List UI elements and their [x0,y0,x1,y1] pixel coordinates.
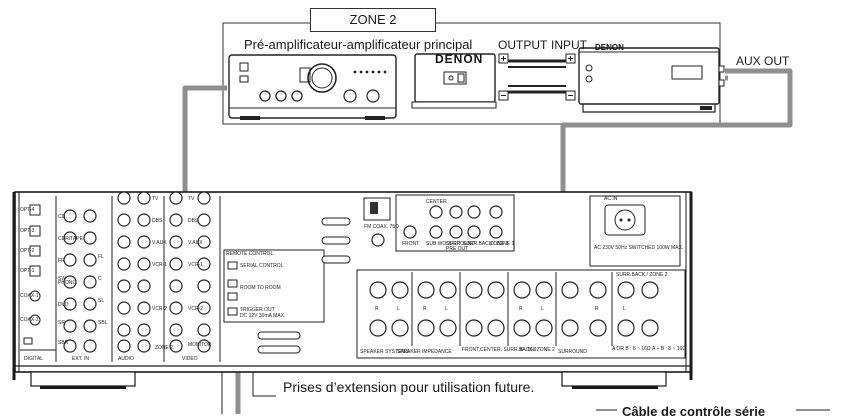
audio-rca-jacks [63,191,183,353]
impedance-6-16-label: 6 - 16Ω [520,347,537,353]
ext-in-sw: SW [58,276,67,282]
ext-in-sbl: SBL [98,320,108,326]
video-in-vaux: V.AUX [188,240,203,246]
audio-in-cd: CD [58,214,66,220]
output-terminals [498,53,509,101]
ext-in-sr: SR [58,320,65,326]
audio-in-dvd: DVD [58,302,69,308]
denon-logo-right: DENON [595,43,624,52]
spk-marker-1: R [375,306,379,312]
trigger-out-spec: DC 12V 30mA MAX. [240,313,286,319]
ac-in-label: AC IN [604,196,618,202]
right-denon-unit [578,47,725,113]
speaker-systems-label: SPEAKER SYSTEMS [360,349,409,355]
receiver-rear-panel [12,191,693,389]
preamplifier-title: Pré-amplificateur-amplificateur principa… [244,37,473,52]
video-in-vcr2: VCR-2 [188,306,204,312]
audio-in-tv: TV [152,196,159,202]
audio-label: AUDIO [118,356,134,362]
input-label: INPUT [551,38,587,52]
pre-out-block [395,194,515,252]
output-label: OUTPUT [498,38,548,52]
surr-back-zone1-label: SURR.BACK / ZONE 1 [463,241,515,247]
audio-in-cdr: CDR/TAPE [58,236,83,242]
center-label: CENTER [426,199,447,205]
zone2-frame [222,22,721,125]
zone2-amplifier-unit [411,53,497,109]
spk-marker-7: R [595,306,599,312]
input-terminals [565,53,576,101]
ext-in-sbr: SBR [58,340,69,346]
opt-2-label: OPT-2 [20,248,35,254]
ext-in-c: C [98,276,102,282]
vent-slots [257,217,351,354]
ext-in-fl: FL [98,254,104,260]
remote-control-block [223,249,325,323]
surround-speaker-label: SURROUND [558,349,587,355]
spk-marker-4: L [445,306,448,312]
surround-label: SURROUND [446,241,475,247]
front-label: FRONT [402,241,420,247]
speaker-cables [508,59,566,94]
opt-4-label: OPT-4 [20,207,35,213]
speaker-impedance-label: SPEAKER IMPEDANCE [397,349,452,355]
opt-1-label: OPT-1 [20,268,35,274]
sub-woofer-label: SUB WOOFER [426,241,461,247]
denon-logo-middle: DENON [435,52,484,66]
opt-3-label: OPT-3 [20,228,35,234]
ac-outlet-spec: AC 230V 50Hz SWITCHED 100W MAX. [594,245,684,251]
zone2-preout-label: ZONE 2 [490,241,509,247]
trigger-out-label: TRIGGER OUT [240,307,275,313]
video-in-vcr1: VCR-1 [188,262,204,268]
spk-marker-2: L [397,306,400,312]
video-jacks [197,191,211,353]
video-out-monitor: MONITOR [188,342,212,348]
digital-inputs [23,204,41,345]
spk-marker-6: L [541,306,544,312]
audio-in-vcr2: VCR-2 [152,306,168,312]
audio-in-vaux: V.AUX [152,240,167,246]
room-to-room-label: ROOM TO ROOM [240,285,281,291]
ext-in-sl: SL [98,298,105,304]
remote-control-header: REMOTE CONTROL [226,251,274,257]
pre-out-label: PRE OUT [446,246,469,252]
front-center-sb-label: FRONT,CENTER, SURR.BACK / ZONE 2 [462,347,555,353]
ext-in-fr: FR [58,258,65,264]
video-in-dbs: DBS [188,218,199,224]
zone2-audio-out-label: ZONE 2 [155,345,174,351]
video-label: VIDEO [182,356,198,362]
serial-cable-label: Câble de contrôle série [622,404,766,419]
surr-back-zone2-header: SURR.BACK / ZONE 2 [616,272,668,278]
spk-marker-3: R [423,306,427,312]
audio-in-dbs: DBS [152,218,163,224]
extension-jacks-note: Prises d’extension pour utilisation futu… [283,379,535,395]
fm-coax-label: FM COAX. 75Ω [364,224,399,230]
video-in-tv: TV [188,196,195,202]
impedance-ab-label: A OR B : 6 ~ 16Ω A + B : 8 ~ 16Ω [612,346,687,352]
coax-1-label: COAX-1 [20,293,39,299]
spk-marker-8: L [623,306,626,312]
ext-in-label: EXT. IN [72,356,89,362]
zone2-label: ZONE 2 [310,8,436,32]
coax-2-label: COAX-2 [20,317,39,323]
audio-in-phono: PHONO [58,280,77,286]
preamplifier-unit [228,54,397,120]
audio-in-vcr1: VCR-1 [152,262,168,268]
digital-label: DIGITAL [24,356,44,362]
aux-out-label: AUX OUT [736,54,790,68]
serial-control-label: SERIAL CONTROL [240,263,284,269]
spk-marker-5: R [519,306,523,312]
